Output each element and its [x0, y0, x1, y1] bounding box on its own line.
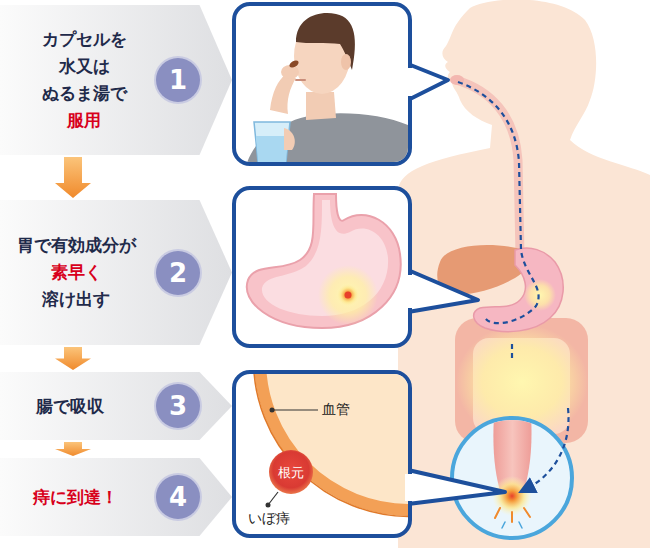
step-chevron: 痔に到達！ 4 — [0, 458, 232, 536]
step-number-circle: 1 — [156, 58, 200, 102]
body-silhouette — [398, 0, 650, 548]
step-number: 3 — [169, 393, 187, 419]
step-text: 胃で有効成分が — [17, 232, 136, 259]
pain-sparks-blue — [502, 522, 522, 528]
step-text: カプセルを 水又は ぬるま湯で — [36, 26, 131, 107]
step-chevron: カプセルを 水又は ぬるま湯で服用1 — [0, 5, 232, 155]
step-text: 痔に到達！ — [33, 484, 118, 511]
step-chevron: 胃で有効成分が素早く溶け出す 2 — [0, 200, 232, 345]
part-label: いぼ痔 — [248, 510, 290, 527]
stomach-closeup — [247, 194, 401, 328]
man-taking-capsule — [246, 13, 408, 162]
leader-line — [268, 410, 318, 505]
step-text: 腸で吸収 — [36, 393, 104, 420]
step-text: 溶け出す — [42, 286, 110, 313]
step-chevron: 腸で吸収 3 — [0, 372, 232, 440]
pain-sparks — [495, 508, 530, 522]
panel-pointer — [408, 270, 478, 312]
leader-dot — [270, 408, 275, 413]
step-number-circle: 4 — [156, 475, 200, 519]
step-text: 服用 — [67, 107, 101, 134]
step-text-box: 胃で有効成分が素早く溶け出す — [0, 200, 152, 345]
stomach-glow — [524, 279, 556, 311]
route-dashes — [458, 82, 569, 489]
esophagus — [456, 80, 520, 255]
hemorrhoid-root: 根元 — [269, 450, 313, 494]
step-text-box: 腸で吸収 — [0, 372, 140, 440]
step-number-circle: 3 — [156, 384, 200, 428]
panel-pointer — [408, 470, 505, 504]
panel-pointer — [408, 64, 448, 100]
step-text-box: 痔に到達！ — [0, 458, 150, 536]
step-number-circle: 2 — [156, 251, 200, 295]
step-text: 素早く — [51, 259, 102, 286]
step-text-box: カプセルを 水又は ぬるま湯で服用 — [0, 5, 168, 155]
flow-arrow — [55, 442, 91, 456]
step-number: 1 — [169, 67, 187, 93]
flow-arrow — [55, 157, 91, 198]
root-label: 根元 — [278, 466, 304, 479]
leader-dot — [266, 503, 271, 508]
step-number: 2 — [169, 260, 187, 286]
blood-vessel — [254, 374, 409, 517]
step-number: 4 — [169, 484, 187, 510]
part-label: 血管 — [322, 401, 350, 418]
flow-arrow — [55, 347, 91, 370]
panel — [234, 188, 410, 346]
